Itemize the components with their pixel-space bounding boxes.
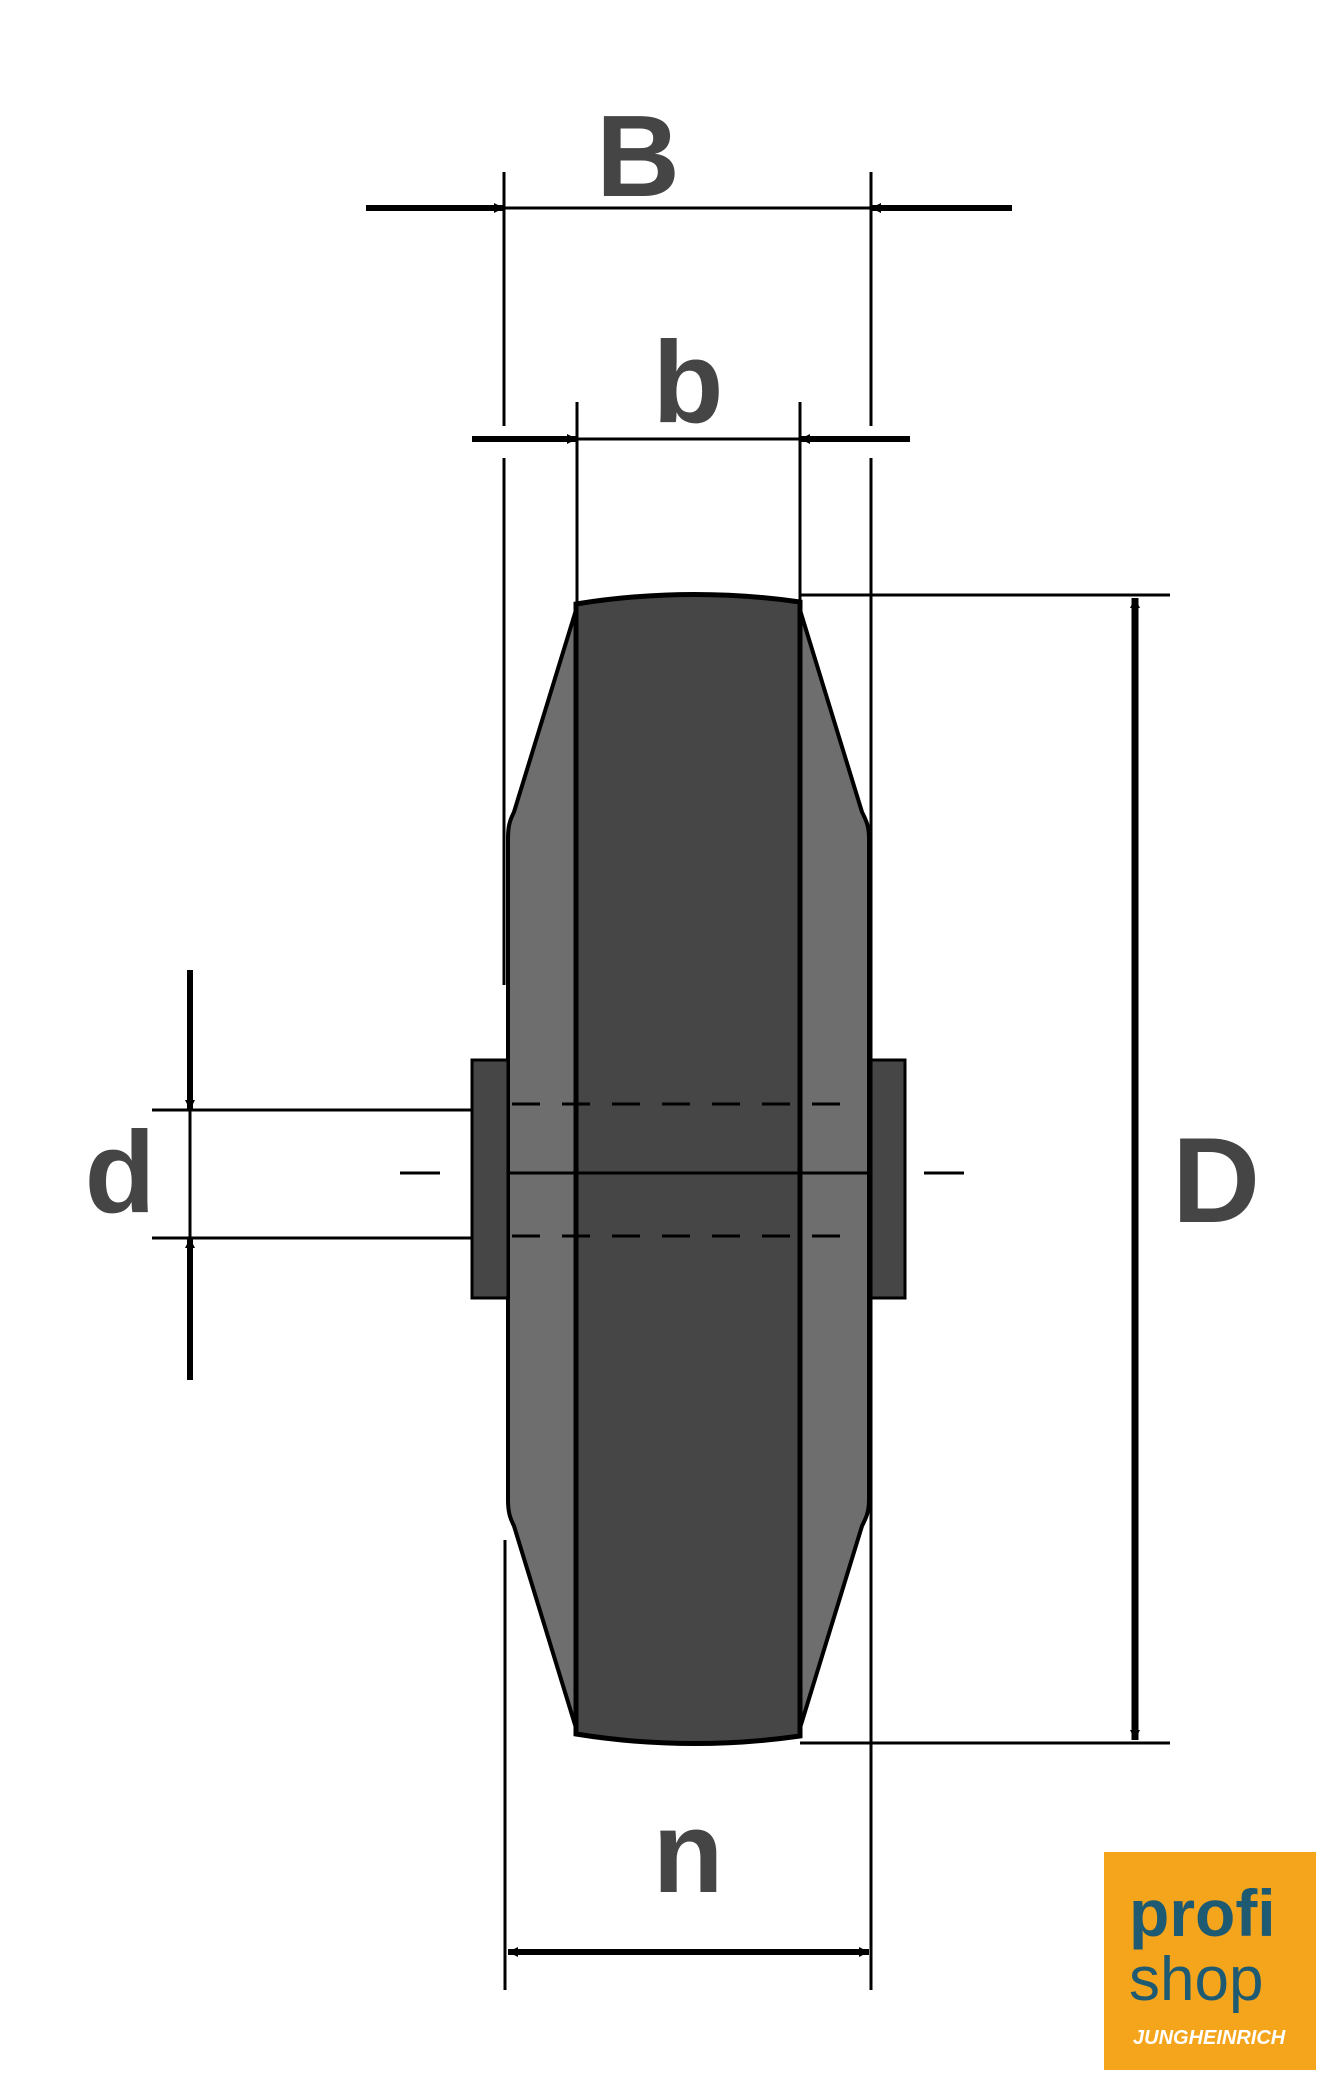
- wheel: [400, 592, 964, 1746]
- logo-line-shop: shop: [1129, 1945, 1263, 2014]
- label-B: B: [596, 91, 680, 221]
- label-n: n: [653, 1787, 724, 1917]
- hub-right: [867, 1058, 907, 1300]
- label-d: d: [85, 1107, 156, 1237]
- logo-background: [1104, 1852, 1316, 2070]
- hub-left: [470, 1058, 510, 1300]
- label-b: b: [653, 317, 724, 447]
- profishop-logo: profi shop JUNGHEINRICH: [1104, 1852, 1316, 2070]
- label-D: D: [1172, 1112, 1260, 1248]
- wheel-tread: [573, 592, 803, 1746]
- logo-line-profi: profi: [1129, 1876, 1276, 1950]
- extension-lines: [152, 172, 1170, 1990]
- logo-brand: JUNGHEINRICH: [1133, 2027, 1286, 2049]
